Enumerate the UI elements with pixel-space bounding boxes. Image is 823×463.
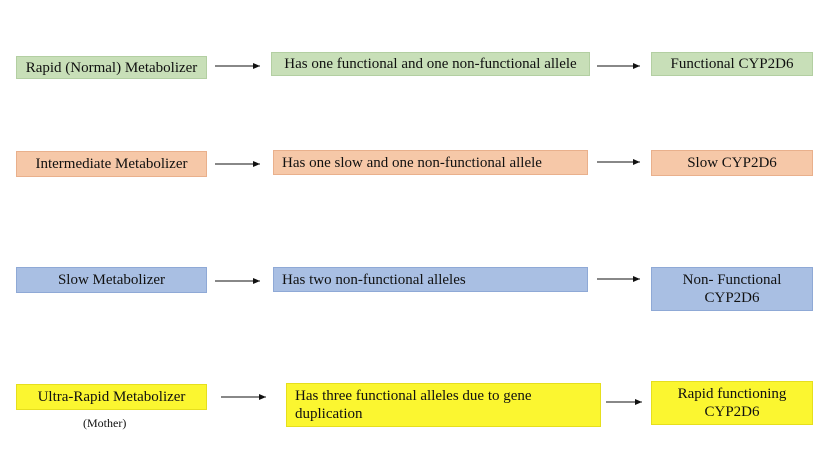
intermediate-genotype-label: Has one slow and one non-functional alle… <box>282 154 542 171</box>
ultra-rapid-outcome-label-line2: CYP2D6 <box>704 404 760 420</box>
intermediate-outcome-box: Slow CYP2D6 <box>651 150 813 176</box>
ultra-rapid-outcome-label-line1: Rapid functioning <box>677 386 787 402</box>
slow-genotype-label: Has two non-functional alleles <box>282 271 466 288</box>
intermediate-metabolizer-label: Intermediate Metabolizer <box>35 156 188 172</box>
rapid-genotype-label: Has one functional and one non-functiona… <box>284 56 577 72</box>
rapid-metabolizer-label: Rapid (Normal) Metabolizer <box>25 59 198 76</box>
slow-metabolizer-box: Slow Metabolizer <box>16 267 207 293</box>
slow-metabolizer-label: Slow Metabolizer <box>57 272 166 288</box>
slow-outcome-box: Non- Functional CYP2D6 <box>651 267 813 311</box>
ultra-rapid-metabolizer-box: Ultra-Rapid Metabolizer <box>16 384 207 410</box>
rapid-metabolizer-box: Rapid (Normal) Metabolizer <box>16 56 207 79</box>
ultra-rapid-genotype-label-line1: Has three functional alleles due to gene <box>295 388 532 404</box>
intermediate-outcome-label: Slow CYP2D6 <box>687 155 777 171</box>
slow-genotype-box: Has two non-functional alleles <box>273 267 588 292</box>
ultra-rapid-genotype-label-line2: duplication <box>295 406 363 422</box>
slow-outcome-label-line2: CYP2D6 <box>704 290 760 306</box>
rapid-genotype-box: Has one functional and one non-functiona… <box>271 52 590 76</box>
ultra-rapid-genotype-box: Has three functional alleles due to gene… <box>286 383 601 427</box>
mother-note: (Mother) <box>83 416 127 430</box>
intermediate-metabolizer-box: Intermediate Metabolizer <box>16 151 207 177</box>
slow-outcome-label-line1: Non- Functional <box>682 272 782 288</box>
intermediate-genotype-box: Has one slow and one non-functional alle… <box>273 150 588 175</box>
ultra-rapid-outcome-box: Rapid functioning CYP2D6 <box>651 381 813 425</box>
ultra-rapid-metabolizer-label: Ultra-Rapid Metabolizer <box>37 389 186 405</box>
rapid-outcome-label: Functional CYP2D6 <box>670 56 794 72</box>
rapid-outcome-box: Functional CYP2D6 <box>651 52 813 76</box>
